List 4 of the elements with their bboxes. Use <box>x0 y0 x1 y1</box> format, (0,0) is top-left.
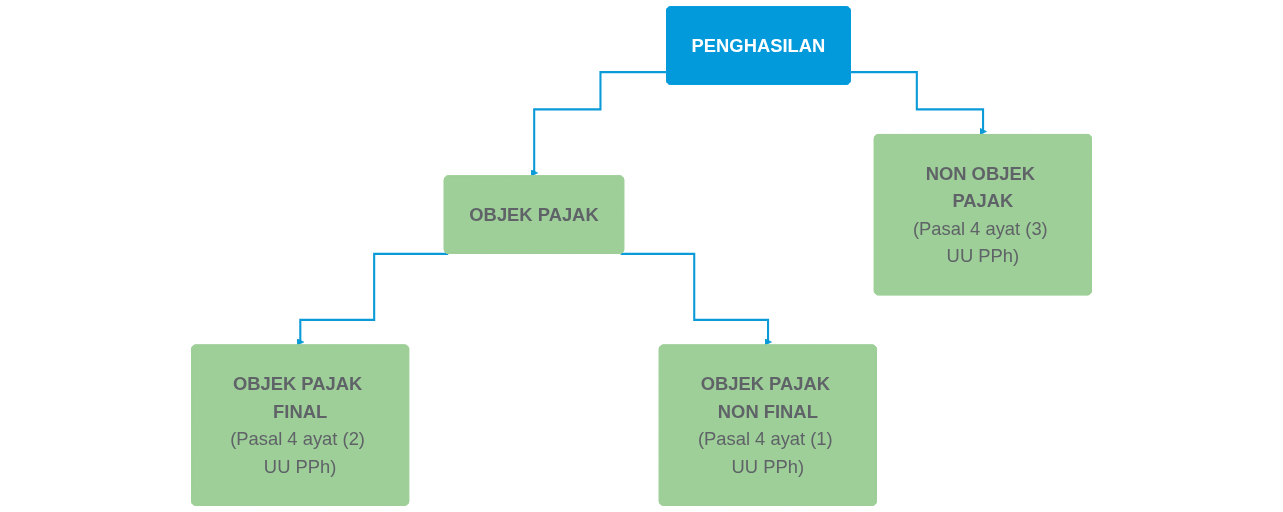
arrow <box>296 252 449 346</box>
arrow <box>850 71 987 136</box>
arrow <box>530 71 667 177</box>
arrow <box>620 252 772 346</box>
